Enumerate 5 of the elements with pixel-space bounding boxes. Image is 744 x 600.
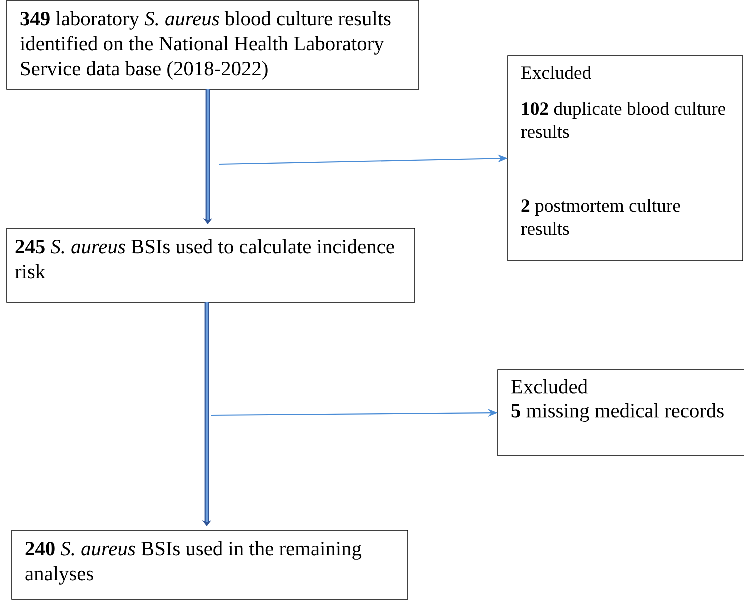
- process-box: 245 S. aureus BSIs used to calculate incidence risk: [6, 228, 416, 303]
- process-box: 349 laboratory S. aureus blood culture results identified on the National Health Laboratory Service data base (2018-2022): [6, 0, 420, 90]
- exclusion-box: Excluded 5 missing medical records: [498, 370, 744, 456]
- process-box: 240 S. aureus BSIs used in the remaining analyses: [12, 530, 408, 600]
- exclusion-box: Excluded 102 duplicate blood culture results 2 postmortem culture results: [508, 56, 744, 262]
